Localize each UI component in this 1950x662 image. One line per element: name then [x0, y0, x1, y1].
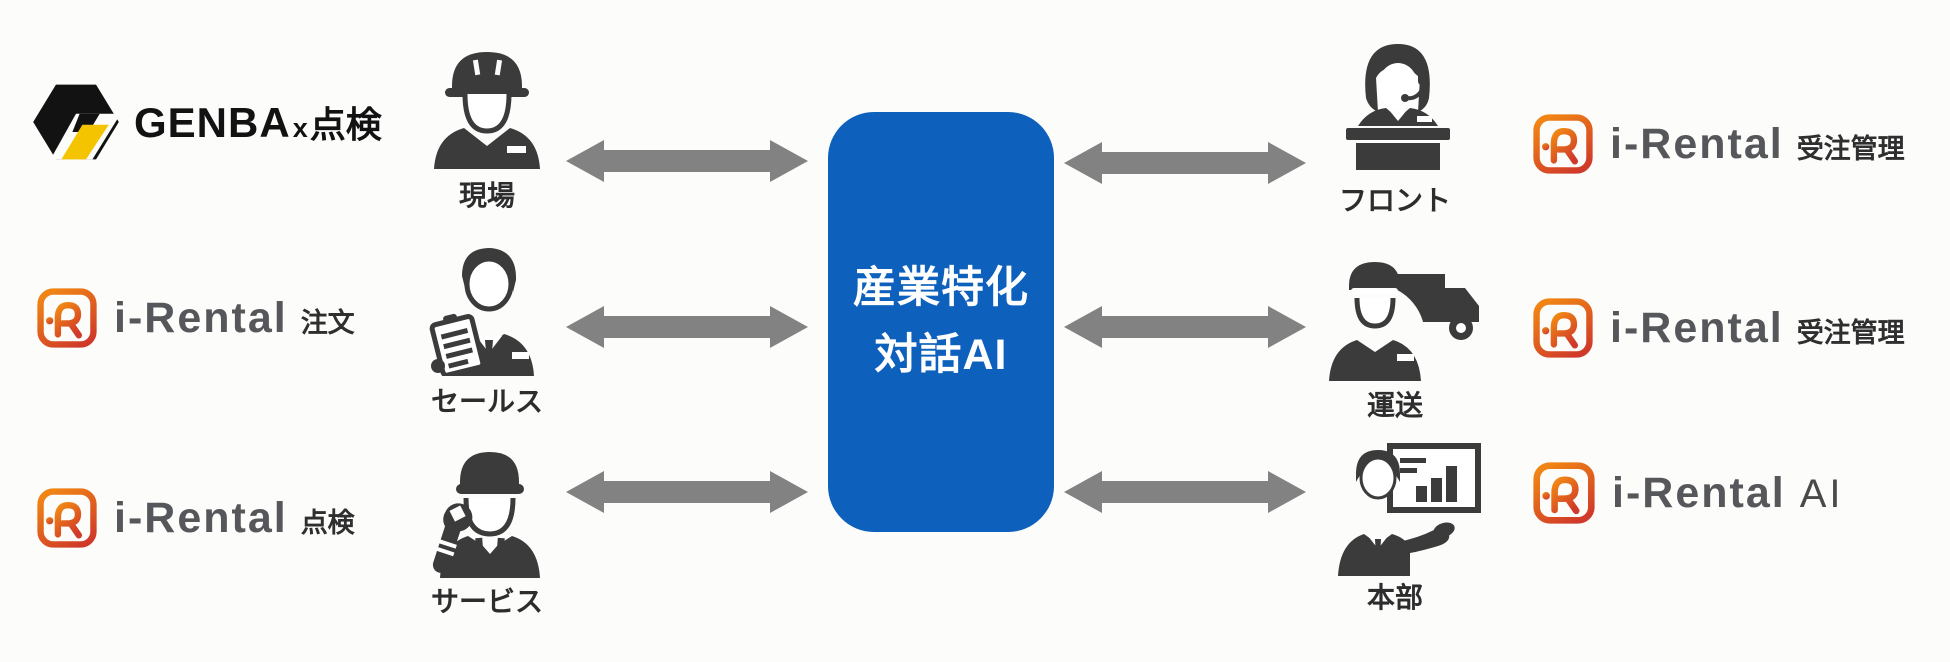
irental-juchu-logo: i-Rental 受注管理 — [1532, 112, 1905, 176]
industry-ai-center-box: 産業特化 対話AI — [828, 112, 1054, 532]
irental-juchu-logo: i-Rental 受注管理 — [1532, 296, 1905, 360]
receptionist-headset-icon — [1346, 44, 1450, 170]
i-rental-logo-mark-icon — [37, 288, 97, 348]
actor-label-worksite: 現場 — [458, 180, 515, 211]
i-rental-logo-mark-icon — [1533, 114, 1593, 174]
helmet-worker-icon — [434, 52, 540, 169]
irental-tenken-logo: i-Rental 点検 — [36, 486, 355, 550]
i-rental-suffix-text: AI — [1799, 471, 1844, 516]
actor-label-headquarters: 本部 — [1366, 582, 1423, 613]
i-rental-logo-mark-icon — [37, 488, 97, 548]
center-box-line1: 産業特化 — [853, 264, 1029, 313]
genba-suffix-text: 点検 — [309, 104, 382, 145]
service-wrench-icon — [432, 452, 540, 578]
i-rental-suffix-text: 受注管理 — [1796, 133, 1905, 164]
i-rental-logo-mark-icon — [1533, 298, 1593, 358]
i-rental-suffix-text: 点検 — [300, 507, 355, 538]
actor-label-service: サービス — [430, 586, 543, 617]
genba-logo-mark-icon — [33, 84, 121, 160]
genba-brand-text: GENBA — [134, 99, 291, 146]
i-rental-logo-mark-icon — [1533, 462, 1595, 524]
i-rental-suffix-text: 注文 — [300, 307, 355, 338]
delivery-truck-icon — [1321, 262, 1479, 381]
irental-order-logo: i-Rental 注文 — [36, 286, 355, 350]
double-arrow-icon — [1064, 306, 1306, 348]
center-box-line2: 対話AI — [874, 331, 1008, 379]
i-rental-brand-text: i-Rental — [1612, 468, 1786, 517]
actor-label-front: フロント — [1338, 185, 1451, 216]
double-arrow-icon — [1064, 142, 1306, 184]
actor-label-sales: セールス — [430, 386, 543, 417]
actor-label-transport: 運送 — [1366, 390, 1423, 421]
presenter-chart-icon — [1338, 443, 1481, 576]
i-rental-brand-text: i-Rental — [114, 493, 288, 542]
double-arrow-icon — [566, 306, 808, 348]
double-arrow-icon — [566, 140, 808, 182]
double-arrow-icon — [566, 471, 808, 513]
irental-ai-logo: i-Rental AI — [1532, 460, 1843, 526]
i-rental-brand-text: i-Rental — [114, 293, 288, 342]
i-rental-brand-text: i-Rental — [1610, 303, 1784, 352]
genba-connector-text: x — [292, 113, 308, 143]
sales-clipboard-icon — [429, 248, 534, 376]
i-rental-brand-text: i-Rental — [1610, 119, 1784, 168]
i-rental-suffix-text: 受注管理 — [1796, 317, 1905, 348]
center-box-label: 産業特化 対話AI — [853, 255, 1029, 388]
double-arrow-icon — [1064, 471, 1306, 513]
genba-tenken-logo: GENBA x 点検 — [28, 82, 382, 162]
